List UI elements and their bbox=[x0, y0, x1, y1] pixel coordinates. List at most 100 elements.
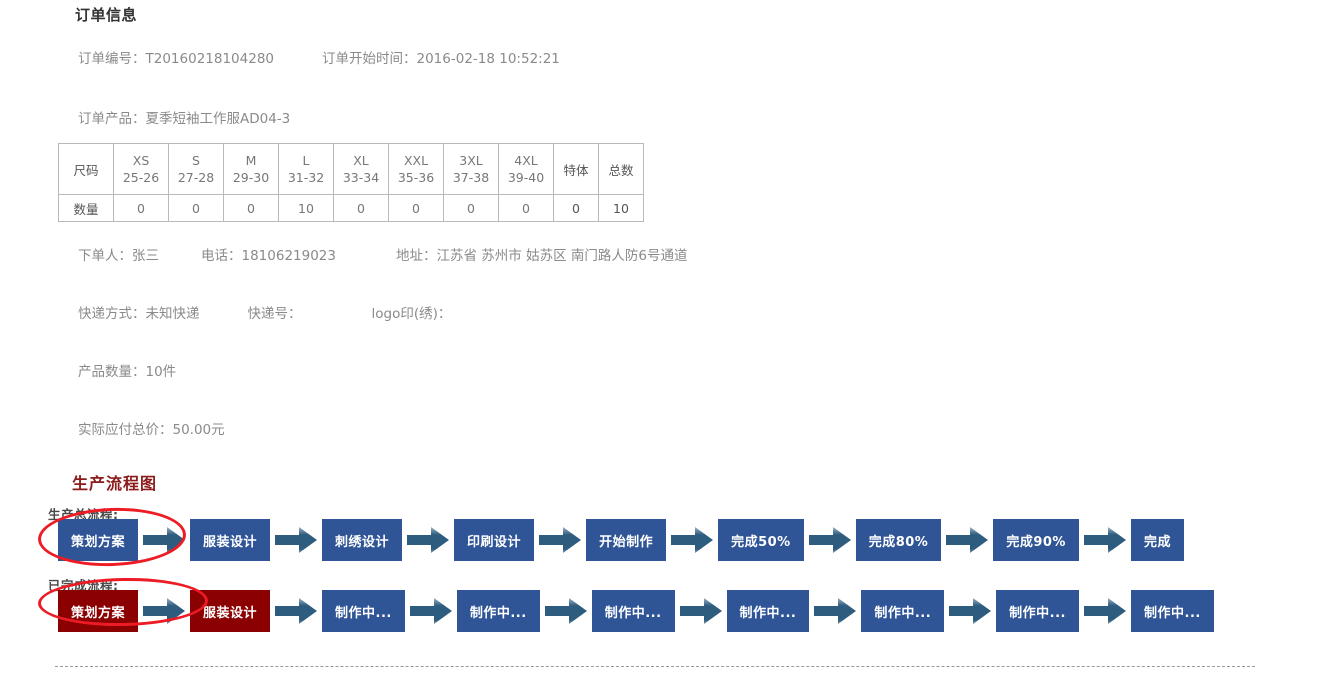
address-value: 江苏省 苏州市 姑苏区 南门路人防6号通道 bbox=[436, 248, 688, 264]
order-number-line: 订单编号：T20160218104280 订单开始时间：2016-02-18 10… bbox=[0, 47, 1342, 67]
arrow-right-icon bbox=[270, 591, 322, 631]
arrow-right-icon bbox=[270, 520, 322, 560]
quantity-row-header: 数量 bbox=[58, 194, 114, 222]
flow-step-box[interactable]: 完成80% bbox=[855, 519, 942, 561]
pending-step-box[interactable]: 制作中... bbox=[996, 590, 1079, 632]
orderer-value: 张三 bbox=[132, 248, 159, 264]
size-header-cell: M 29-30 bbox=[223, 143, 279, 195]
size-header-cell: L 31-32 bbox=[278, 143, 334, 195]
size-header-cell: 4XL 39-40 bbox=[498, 143, 554, 195]
flow-step-box[interactable]: 印刷设计 bbox=[454, 519, 535, 561]
size-name: M bbox=[245, 153, 257, 168]
flow-step-box[interactable]: 策划方案 bbox=[58, 519, 139, 561]
size-range: 25-26 bbox=[122, 170, 160, 185]
size-range: 31-32 bbox=[287, 170, 325, 185]
arrow-right-icon bbox=[534, 520, 586, 560]
size-quantity-cell: 10 bbox=[278, 194, 334, 222]
total-quantity-cell: 10 bbox=[598, 194, 644, 222]
address-label: 地址： bbox=[395, 248, 437, 264]
size-quantity-cell: 0 bbox=[498, 194, 554, 222]
arrow-right-icon bbox=[809, 591, 861, 631]
arrow-right-icon bbox=[804, 520, 856, 560]
page-title: 订单信息 bbox=[75, 6, 138, 24]
order-product-label: 订单产品： bbox=[78, 111, 146, 127]
pending-step-box[interactable]: 制作中... bbox=[456, 590, 540, 632]
size-name: L bbox=[302, 153, 310, 168]
arrow-right-icon bbox=[944, 591, 996, 631]
size-name: XL bbox=[353, 153, 369, 168]
completed-flow-row: 策划方案 服装设计 制作中... 制作中... 制作中... 制作中... 制作中... 制作… bbox=[0, 590, 1342, 632]
size-name: 3XL bbox=[459, 153, 483, 168]
arrow-right-icon bbox=[402, 520, 454, 560]
size-quantity-cell: 0 bbox=[333, 194, 389, 222]
order-number-value: T20160218104280 bbox=[145, 51, 275, 67]
size-range: 39-40 bbox=[507, 170, 545, 185]
arrow-right-icon bbox=[540, 591, 592, 631]
flow-step-box[interactable]: 刺绣设计 bbox=[322, 519, 403, 561]
total-price-line: 实际应付总价：50.00元 bbox=[0, 418, 1342, 438]
logo-print-label: logo印(绣)： bbox=[371, 306, 452, 322]
arrow-right-icon bbox=[1079, 520, 1131, 560]
express-number-label: 快递号： bbox=[247, 306, 302, 322]
flow-step-box[interactable]: 完成90% bbox=[993, 519, 1079, 561]
arrow-right-icon bbox=[138, 520, 190, 560]
flow-heading: 生产流程图 bbox=[72, 474, 158, 493]
arrow-right-icon bbox=[675, 591, 727, 631]
completed-step-box[interactable]: 策划方案 bbox=[58, 590, 139, 632]
size-range: 29-30 bbox=[232, 170, 270, 185]
orderer-label: 下单人： bbox=[78, 248, 132, 264]
size-quantity-cell: 0 bbox=[113, 194, 169, 222]
express-type-value: 未知快递 bbox=[145, 306, 200, 322]
size-name: 4XL bbox=[514, 153, 538, 168]
size-range: 27-28 bbox=[177, 170, 215, 185]
product-quantity-label: 产品数量： bbox=[78, 364, 146, 380]
order-start-time-value: 2016-02-18 10:52:21 bbox=[416, 51, 560, 67]
size-header-cell: 3XL 37-38 bbox=[443, 143, 499, 195]
order-info-section: 订单信息 订单编号：T20160218104280 订单开始时间：2016-02-… bbox=[0, 6, 1342, 438]
product-quantity-value: 10件 bbox=[145, 364, 177, 380]
completed-flow-label: 已完成流程: bbox=[48, 578, 119, 593]
phone-value: 18106219023 bbox=[241, 248, 336, 264]
express-type-label: 快递方式： bbox=[78, 306, 146, 322]
total-flow-row: 策划方案 服装设计 刺绣设计 印刷设计 开始制作 完成50% 完成80% 完成90% 完成 bbox=[0, 519, 1342, 561]
flow-step-box[interactable]: 完成50% bbox=[718, 519, 804, 561]
pending-step-box[interactable]: 制作中... bbox=[726, 590, 810, 632]
size-range: 37-38 bbox=[452, 170, 490, 185]
size-header-cell: XL 33-34 bbox=[333, 143, 389, 195]
pending-step-box[interactable]: 制作中... bbox=[861, 590, 945, 632]
size-name: S bbox=[192, 153, 200, 168]
completed-step-box[interactable]: 服装设计 bbox=[190, 590, 271, 632]
pending-step-box[interactable]: 制作中... bbox=[591, 590, 675, 632]
pending-step-box[interactable]: 制作中... bbox=[322, 590, 405, 632]
production-flow-section: 生产流程图 生产总流程: 策划方案服装设计刺绣设计印刷设计开始制作完成50%完成… bbox=[0, 470, 1342, 632]
size-header-cell: XS 25-26 bbox=[113, 143, 169, 195]
arrow-right-icon bbox=[666, 520, 718, 560]
dashed-divider bbox=[55, 666, 1255, 667]
order-number-label: 订单编号： bbox=[78, 51, 146, 67]
product-quantity-line: 产品数量：10件 bbox=[0, 360, 1342, 380]
total-price-value: 50.00元 bbox=[172, 422, 225, 438]
special-size-quantity-cell: 0 bbox=[553, 194, 599, 222]
express-line: 快递方式：未知快递 快递号： logo印(绣)： bbox=[0, 302, 1342, 322]
size-range: 33-34 bbox=[342, 170, 380, 185]
size-header-cell: S 27-28 bbox=[168, 143, 224, 195]
arrow-right-icon bbox=[1079, 591, 1131, 631]
order-product-value: 夏季短袖工作服AD04-3 bbox=[145, 111, 291, 127]
pending-step-box[interactable]: 制作中... bbox=[1131, 590, 1214, 632]
flow-step-box[interactable]: 服装设计 bbox=[190, 519, 271, 561]
size-quantity-cell: 0 bbox=[223, 194, 279, 222]
total-flow-label: 生产总流程: bbox=[48, 507, 119, 522]
size-name: XS bbox=[132, 153, 150, 168]
size-range: 35-36 bbox=[397, 170, 435, 185]
special-size-header-cell: 特体 bbox=[553, 143, 599, 195]
flow-step-box[interactable]: 开始制作 bbox=[586, 519, 667, 561]
size-quantity-cell: 0 bbox=[388, 194, 444, 222]
size-quantity-cell: 0 bbox=[443, 194, 499, 222]
flow-step-box[interactable]: 完成 bbox=[1130, 519, 1184, 561]
order-start-time-label: 订单开始时间： bbox=[322, 51, 417, 67]
